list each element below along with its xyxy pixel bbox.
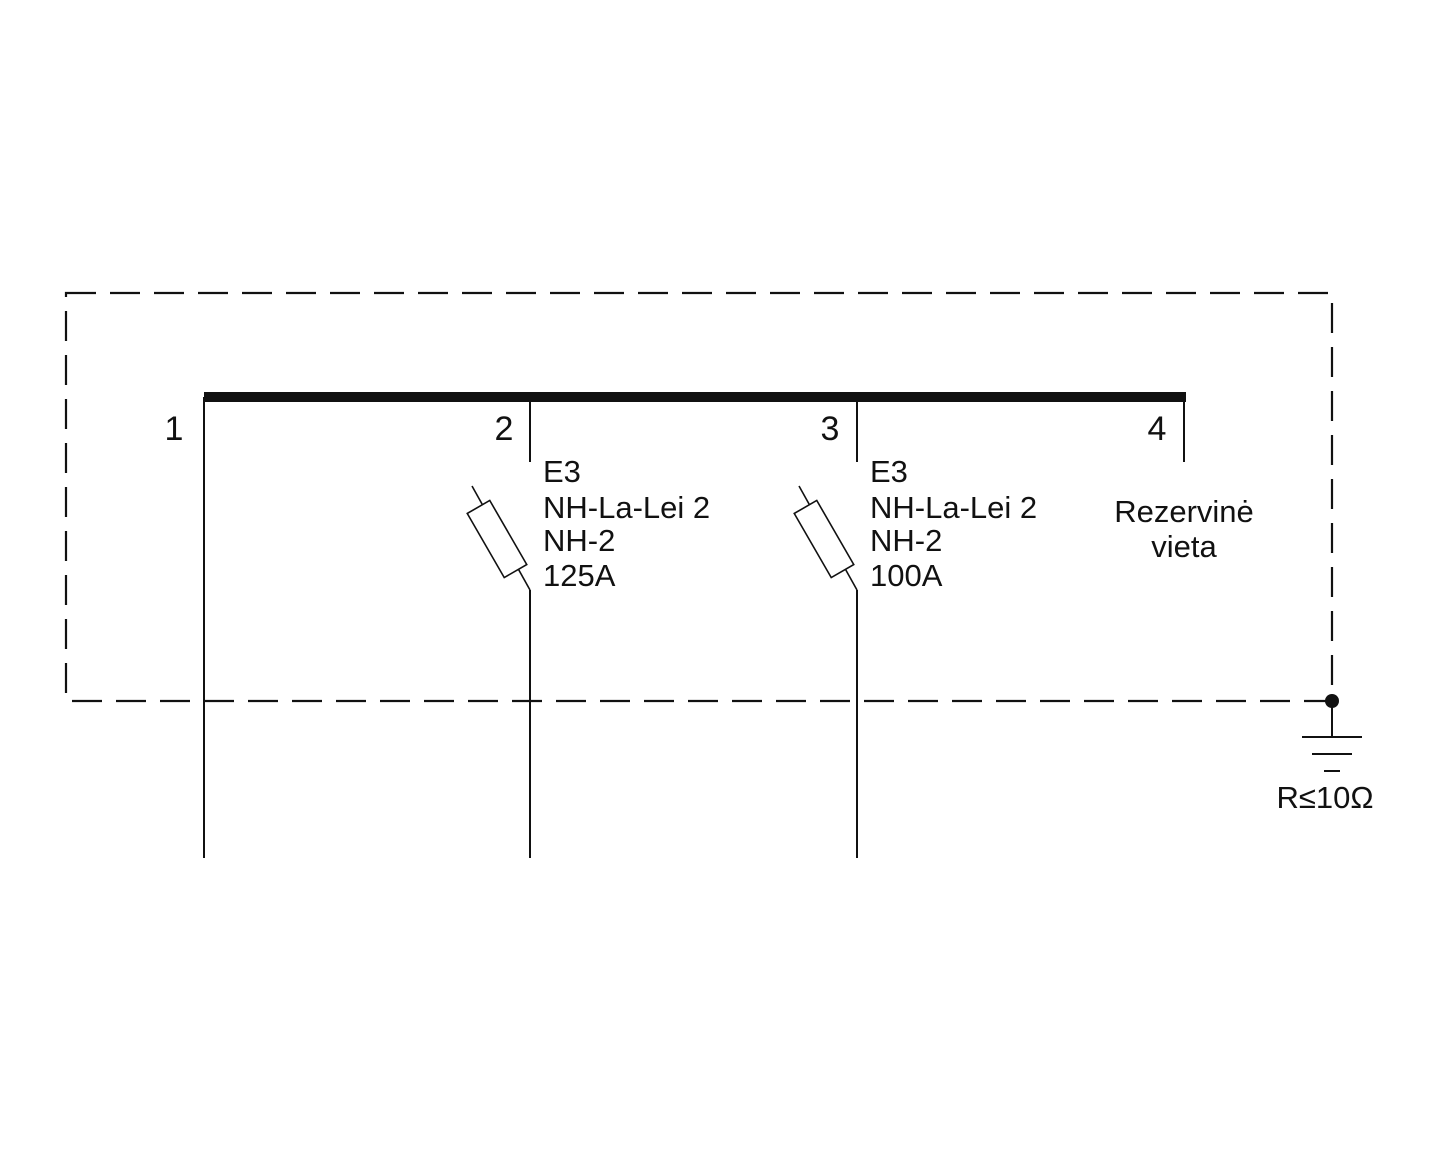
spare-position-label-line-2: vieta — [1151, 529, 1217, 564]
fuse-switch-icon — [466, 485, 531, 591]
circuit-4: 4 Rezervinė vieta — [1114, 397, 1254, 564]
circuit-3-spec-line-3: NH-2 — [870, 523, 942, 558]
spare-position-label-line-1: Rezervinė — [1114, 494, 1254, 529]
circuit-2-spec-line-2: NH-La-Lei 2 — [543, 490, 710, 525]
circuit-3-spec-line-2: NH-La-Lei 2 — [870, 490, 1037, 525]
circuit-4-number: 4 — [1148, 410, 1167, 448]
circuit-1: 1 — [165, 397, 205, 858]
circuit-2-spec-line-1: E3 — [543, 454, 581, 489]
earthing: R≤10Ω — [1276, 694, 1374, 815]
earth-ground-icon — [1302, 701, 1362, 772]
circuit-3: 3 E3 NH-La-Lei 2 NH-2 100A — [793, 397, 1037, 858]
circuit-3-number: 3 — [821, 410, 840, 448]
circuit-3-spec-line-4: 100A — [870, 558, 943, 593]
circuit-2-spec-line-3: NH-2 — [543, 523, 615, 558]
circuit-2-number: 2 — [495, 410, 514, 448]
circuit-3-spec-line-1: E3 — [870, 454, 908, 489]
circuit-2-spec-line-4: 125A — [543, 558, 616, 593]
fuse-switch-icon — [793, 485, 858, 591]
ground-resistance-label: R≤10Ω — [1276, 780, 1373, 815]
circuit-1-number: 1 — [165, 410, 184, 448]
enclosure-boundary — [64, 291, 1334, 703]
circuit-2: 2 E3 NH-La-Lei 2 NH-2 125A — [466, 397, 710, 858]
